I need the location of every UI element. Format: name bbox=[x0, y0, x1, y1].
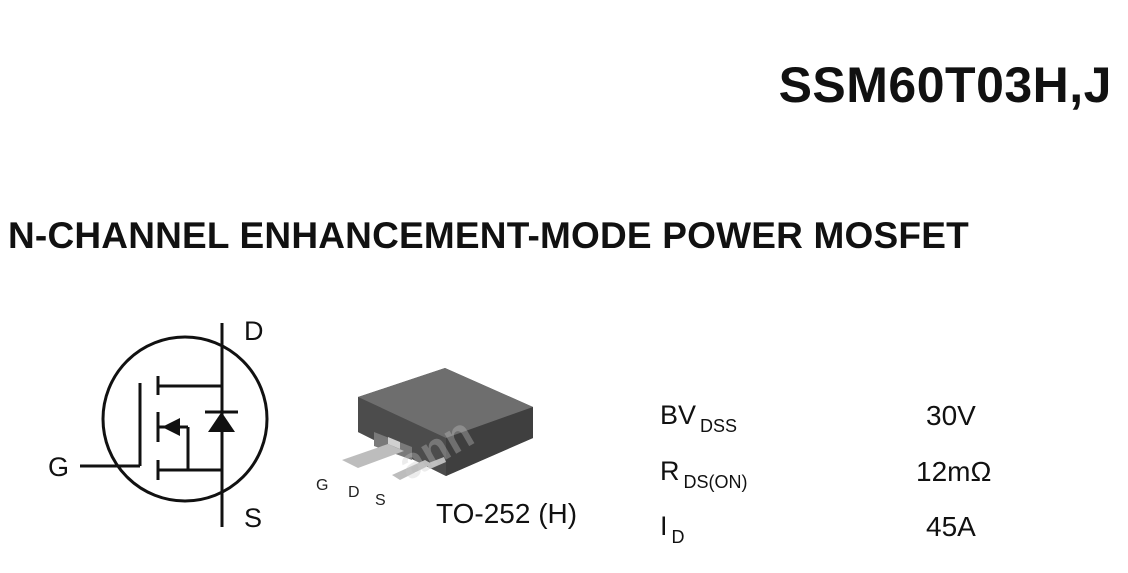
param-subscript: DSS bbox=[700, 416, 738, 436]
mosfet-circle bbox=[101, 335, 269, 503]
to252-package-drawing: ann bbox=[342, 368, 533, 490]
param-id-value: 45A bbox=[926, 511, 976, 542]
param-rdson-value: 12mΩ bbox=[916, 456, 992, 487]
package-pin-source: S bbox=[375, 492, 386, 509]
symbol-gate-label: G bbox=[48, 452, 70, 482]
package-pin-drain: D bbox=[348, 484, 360, 501]
device-description-heading: N-CHANNEL ENHANCEMENT-MODE POWER MOSFET bbox=[8, 215, 969, 256]
param-subscript: DS(ON) bbox=[683, 472, 748, 492]
symbol-source-label: S bbox=[244, 503, 263, 533]
param-symbol: R bbox=[660, 456, 680, 486]
channel-arrow-icon bbox=[162, 418, 180, 436]
symbol-drain-label: D bbox=[244, 316, 264, 346]
mosfet-symbol bbox=[80, 323, 269, 527]
param-symbol: BV bbox=[660, 400, 697, 430]
body-diode-icon bbox=[208, 412, 235, 432]
package-pin-gate: G bbox=[316, 477, 329, 494]
param-bvdss-value: 30V bbox=[926, 400, 976, 431]
part-number-heading: SSM60T03H,J bbox=[778, 57, 1112, 113]
param-subscript: D bbox=[671, 527, 685, 547]
package-name-label: TO-252 (H) bbox=[436, 498, 578, 529]
param-symbol: I bbox=[660, 511, 668, 541]
